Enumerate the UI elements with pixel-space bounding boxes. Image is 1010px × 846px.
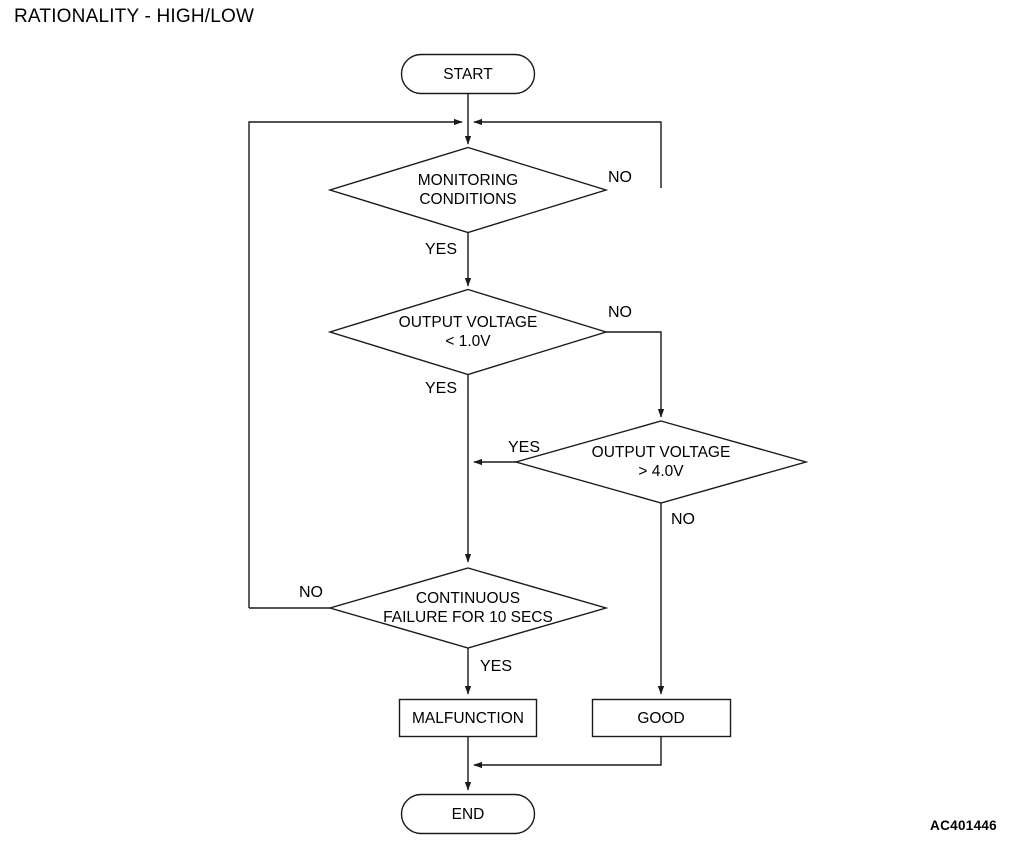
output-voltage-low-label-line1: OUTPUT VOLTAGE [399,314,538,331]
edge-label-voltage-high-yes: YES [508,439,540,456]
malfunction-shape [398,698,538,738]
good-shape [591,698,732,738]
node-end[interactable]: END [400,793,536,835]
node-output-voltage-high[interactable]: OUTPUT VOLTAGE > 4.0V [513,420,809,504]
continuous-failure-shape [327,567,609,649]
edge-label-voltage-low-yes: YES [425,380,457,397]
node-malfunction[interactable]: MALFUNCTION [398,698,538,738]
edge-label-voltage-low-no: NO [608,304,632,321]
edge-label-continuous-no: NO [299,584,323,601]
edge-label-monitoring-yes: YES [425,241,457,258]
edge-label-monitoring-no: NO [608,169,632,186]
monitoring-conditions-shape [327,146,609,234]
edge-voltage-low-no-to-voltage-high [606,331,665,418]
edge-label-voltage-high-no: NO [671,511,695,528]
start-shape [400,53,536,95]
edge-monitoring-no-to-junction [473,118,662,188]
continuous-failure-label-line1: CONTINUOUS [416,590,520,607]
start-label: START [443,66,493,83]
output-voltage-high-label-line2: > 4.0V [638,463,684,480]
node-start[interactable]: START [400,53,536,95]
node-continuous-failure[interactable]: CONTINUOUS FAILURE FOR 10 SECS [327,567,609,649]
continuous-failure-label-line2: FAILURE FOR 10 SECS [383,609,553,626]
edge-good-to-end-merge [473,737,662,769]
figure-id: AC401446 [930,818,997,833]
output-voltage-high-shape [513,420,809,504]
monitoring-conditions-label-line2: CONDITIONS [419,191,516,208]
output-voltage-high-label-line1: OUTPUT VOLTAGE [592,444,731,461]
edge-label-continuous-yes: YES [480,658,512,675]
node-output-voltage-low[interactable]: OUTPUT VOLTAGE < 1.0V [327,288,609,376]
edge-continuous-no-to-junction [248,118,463,608]
page-title: RATIONALITY - HIGH/LOW [14,6,255,27]
node-monitoring-conditions[interactable]: MONITORING CONDITIONS [327,146,609,234]
output-voltage-low-label-line2: < 1.0V [445,333,491,350]
malfunction-label: MALFUNCTION [412,710,524,727]
good-label: GOOD [637,710,684,727]
node-good[interactable]: GOOD [591,698,732,738]
monitoring-conditions-label-line1: MONITORING [418,172,518,189]
end-label: END [452,806,485,823]
output-voltage-low-shape [327,288,609,376]
end-shape [400,793,536,835]
